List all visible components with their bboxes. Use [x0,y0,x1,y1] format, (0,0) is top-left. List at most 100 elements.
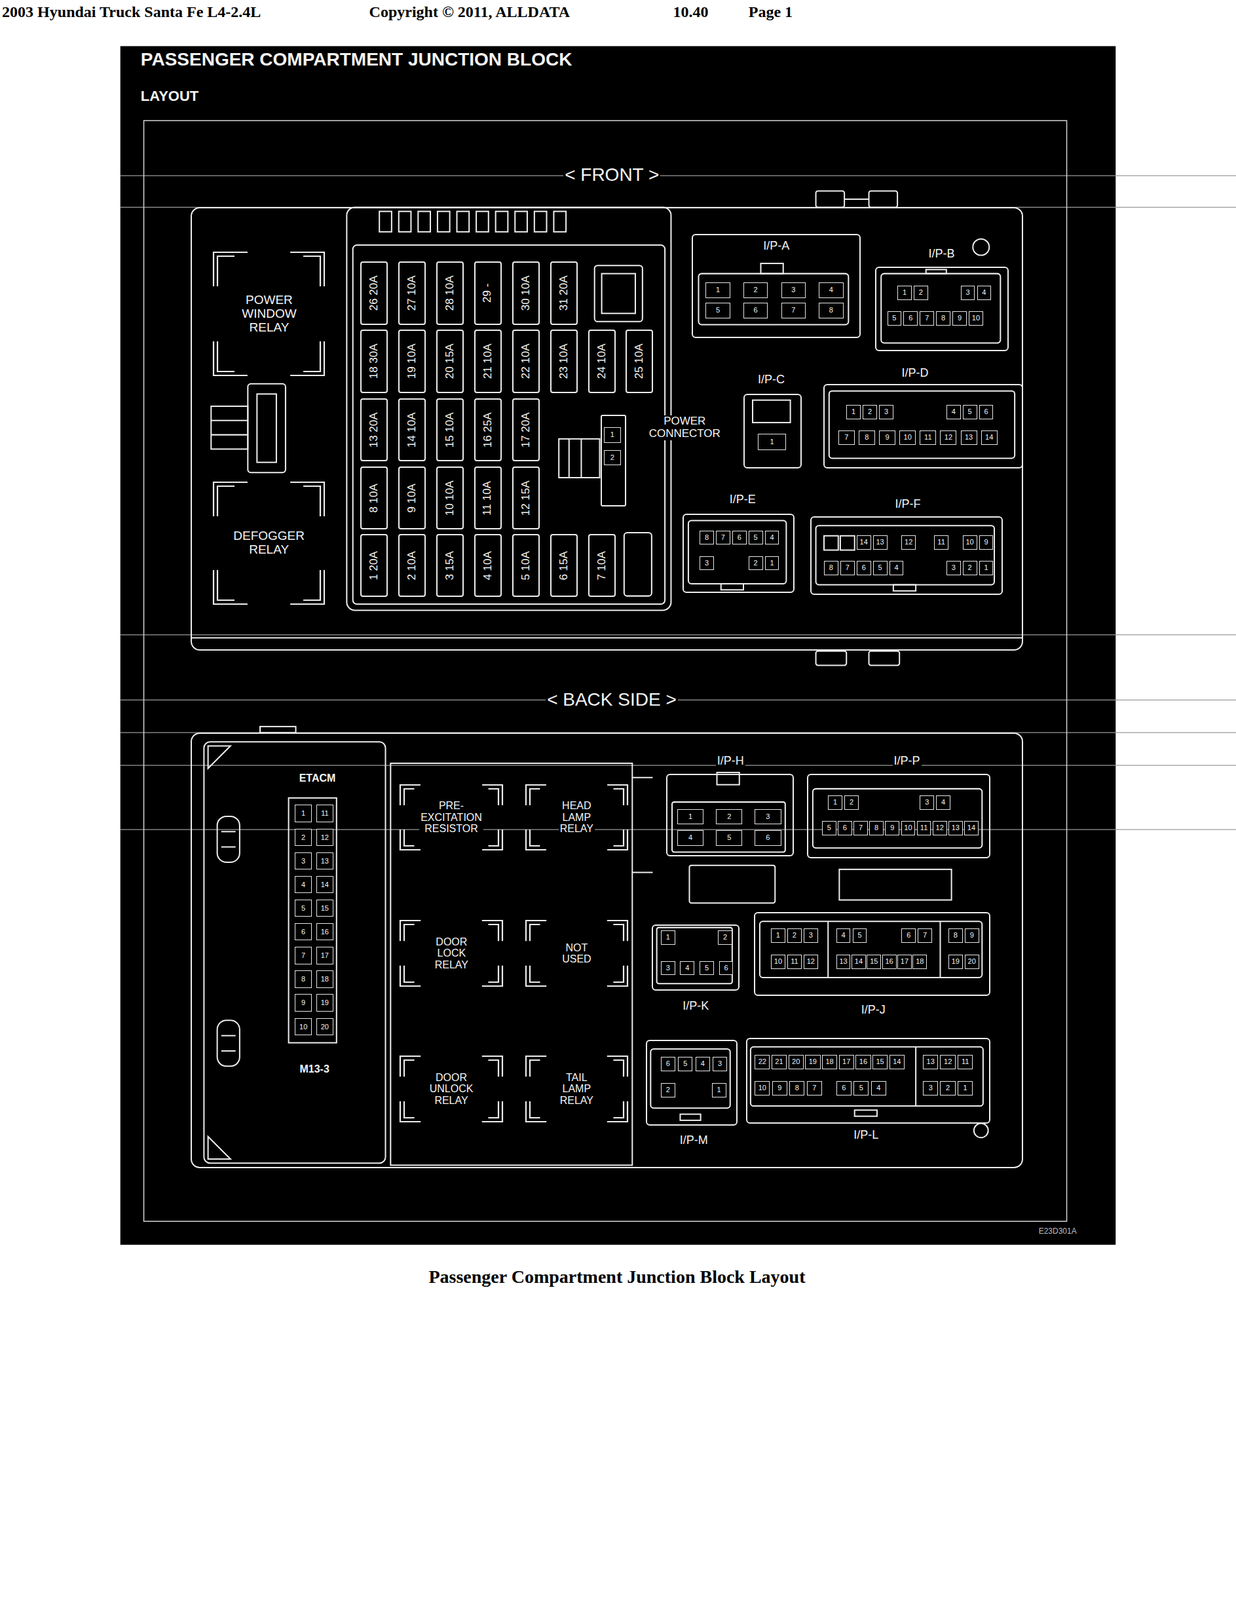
pin-number: 22 [754,1054,770,1069]
fuse: 29 - [474,261,502,325]
pin-number: 11 [957,1054,973,1069]
fuse: 3 15A [436,533,464,598]
relay-box: HEAD LAMP RELAY [524,783,629,851]
fuse: 7 10A [588,533,616,598]
pin-number: 5 [852,928,868,943]
pin-number: 5 [715,829,743,845]
pin-number: 20 [316,1017,334,1035]
pin-number: 1 [770,928,786,943]
pin-number: 12 [803,954,819,969]
pin-number: 18 [316,970,334,988]
fuse-rating: 11 10A [481,479,494,517]
pin-number: 1 [827,795,843,810]
pin-number: 3 [922,1080,938,1096]
fuse-rating: 22 10A [519,342,532,381]
fuse-rating: 14 10A [406,410,419,449]
fuse: 10 10A [436,466,464,530]
pin-number: 4 [977,285,992,300]
fuse: 27 10A [398,261,426,325]
pin-number: 4 [946,404,961,420]
connector-label: I/P-D [899,366,930,380]
pin-number: 4 [818,282,843,298]
pin-number: 3 [294,852,312,870]
fuse-rating: 18 30A [368,342,381,381]
pin-number: 3 [960,285,976,300]
pin-number: 3 [754,808,781,824]
relay-bracket [400,920,503,986]
pin-number: 8 [294,970,312,988]
fuse: 14 10A [398,398,426,462]
pin-number: 14 [851,954,866,969]
pin-number: 1 [660,930,676,945]
pin-number: 11 [919,430,937,445]
fuse: 5 10A [512,533,540,598]
pin-number: 16 [882,954,897,969]
pin-number: 6 [901,928,916,943]
pin-number: 17 [316,946,334,964]
fuse-rating: 29 - [482,282,495,304]
relay-bracket [525,920,628,986]
pin-number: 2 [913,285,929,300]
pin-number: 1 [677,808,704,824]
fuse-rating: 4 10A [482,549,495,581]
pin-number: 10 [294,1017,312,1035]
fuse: 8 10A [360,466,388,530]
pin-number: 10 [962,535,978,550]
page-header: 10.40 [673,3,709,21]
pin-number: 6 [856,560,872,576]
connector-label: I/P-F [894,497,923,511]
pin-number: 7 [838,430,855,445]
pin-number: 5 [748,530,764,545]
relay-box: TAIL LAMP RELAY [524,1054,629,1123]
pin-number: 6 [743,302,768,318]
pin-number: 1 [957,1080,973,1096]
relay-bracket [213,252,325,376]
fuse-rating: 31 20A [557,273,570,312]
fuse: 31 20A [550,261,578,325]
pin-number: 6 [719,960,734,976]
pin-number: 10 [754,1080,770,1096]
connector-housing: I/P-F [810,516,1003,595]
pin-number: 16 [316,922,334,940]
fuse: 18 30A [360,329,388,394]
fuse: 30 10A [512,261,540,325]
pin-number: 8 [936,311,951,326]
relay-bracket [400,784,503,850]
fuse: 9 10A [398,466,426,530]
pin-number: 5 [677,1056,693,1071]
pin-number: 14 [856,535,872,550]
pin-number: 15 [872,1054,888,1069]
pin-number: 2 [748,556,764,571]
pin-number: 13 [960,430,978,445]
fuse: 12 15A [512,466,540,530]
fuse-rating: 28 10A [443,273,456,312]
pin-number: 6 [754,829,781,845]
pin-number: 17 [897,954,912,969]
pin-number: 14 [981,430,998,445]
relay-label: NOT USED [560,941,593,965]
pin-number: 18 [912,954,927,969]
pin-number: 11 [934,535,949,550]
pin-number: 6 [837,820,853,836]
connector-housing: I/P-J [753,911,991,996]
module-label: ETACM [298,772,338,785]
pin-number: 6 [903,311,918,326]
pin-number: 19 [316,993,334,1011]
pin-number: 12 [939,430,957,445]
connector-label: I/P-M [678,1133,710,1147]
pin-number: 12 [939,1054,956,1069]
pin-number: 4 [695,1056,711,1071]
pin-number: 3 [712,1056,728,1071]
pin-number: 4 [936,795,951,810]
pin-number: 13 [836,954,851,969]
pin-number: 17 [839,1054,855,1069]
fuse-rating: 9 10A [406,482,419,514]
pin-number: 12 [901,535,916,550]
connector-label: I/P-J [860,1003,887,1017]
pin-number: 4 [294,875,312,893]
pin-number: 9 [979,535,994,550]
fuse: 11 10A [474,466,502,530]
pin-number: 3 [699,556,714,571]
pin-number: 1 [757,433,787,450]
fuse-rating: 7 10A [595,549,608,581]
